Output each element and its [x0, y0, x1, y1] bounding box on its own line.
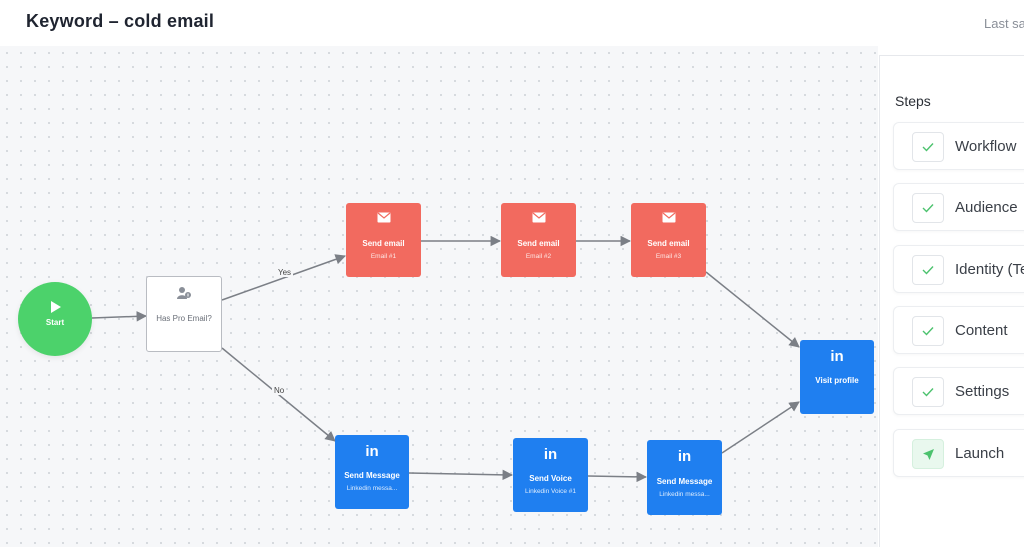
step-content[interactable]: Content — [893, 306, 1024, 354]
step-label: Settings — [955, 383, 1010, 400]
edge-condition-email1 — [221, 254, 346, 301]
step-identity[interactable]: Identity (Te — [893, 245, 1024, 293]
send-voice-label: Send Voice — [529, 474, 572, 483]
workflow-canvas[interactable]: Yes No Start Has Pro Email? Send email E… — [0, 46, 878, 547]
edge-label-yes: Yes — [276, 268, 294, 277]
send-message-sublabel: Linkedin messa... — [346, 485, 398, 492]
linkedin-icon: in — [543, 446, 558, 463]
mail-icon — [631, 212, 706, 223]
step-workflow[interactable]: Workflow — [893, 122, 1024, 170]
step-audience[interactable]: Audience — [893, 183, 1024, 231]
send-email-label: Send email — [362, 239, 405, 248]
send-message-sublabel: Linkedin messa... — [659, 491, 710, 498]
send-message-label: Send Message — [344, 471, 400, 480]
step-label: Audience — [955, 199, 1018, 216]
send-email-node-1[interactable]: Send email Email #1 — [346, 203, 421, 277]
mail-icon — [346, 212, 421, 223]
send-voice-node[interactable]: in Send Voice Linkedin Voice #1 — [513, 438, 588, 512]
edge-email3-visit — [705, 271, 800, 348]
start-node[interactable]: Start — [18, 282, 92, 356]
check-icon — [912, 377, 944, 407]
step-label: Content — [955, 322, 1008, 339]
send-message-node-1[interactable]: in Send Message Linkedin messa... — [335, 435, 409, 509]
linkedin-icon: in — [365, 443, 379, 460]
send-email-label: Send email — [517, 239, 560, 248]
condition-node[interactable]: Has Pro Email? — [146, 276, 222, 352]
edge-message2-visit — [721, 401, 800, 454]
edge-label-no: No — [272, 386, 287, 395]
user-check-icon — [147, 286, 221, 300]
send-email-node-2[interactable]: Send email Email #2 — [501, 203, 576, 277]
linkedin-icon: in — [677, 448, 692, 465]
send-email-sublabel: Email #2 — [525, 253, 552, 260]
send-message-label: Send Message — [656, 477, 713, 486]
step-launch[interactable]: Launch — [893, 429, 1024, 477]
check-icon — [912, 132, 944, 162]
edge-message1-voice — [408, 469, 514, 481]
step-label: Identity (Te — [955, 261, 1024, 278]
send-email-sublabel: Email #1 — [370, 253, 397, 260]
edge-voice-message2 — [587, 471, 648, 483]
top-bar: Keyword – cold email Last sa — [0, 0, 1024, 46]
mail-icon — [501, 212, 576, 223]
steps-title: Steps — [895, 93, 931, 109]
send-email-label: Send email — [647, 239, 690, 248]
condition-node-label: Has Pro Email? — [156, 314, 212, 323]
step-label: Launch — [955, 445, 1005, 462]
send-message-node-2[interactable]: in Send Message Linkedin messa... — [647, 440, 722, 515]
send-email-sublabel: Email #3 — [655, 253, 682, 260]
steps-panel: Steps Workflow Audience Identity (Te Con… — [879, 55, 1024, 547]
send-voice-sublabel: Linkedin Voice #1 — [525, 488, 576, 495]
play-icon — [18, 300, 92, 314]
check-icon — [912, 193, 944, 223]
step-label: Workflow — [955, 138, 1017, 155]
send-icon — [912, 439, 944, 469]
check-icon — [912, 255, 944, 285]
check-icon — [912, 316, 944, 346]
workflow-edges — [91, 235, 800, 483]
visit-profile-node[interactable]: in Visit profile — [800, 340, 874, 414]
linkedin-icon: in — [830, 348, 844, 365]
step-settings[interactable]: Settings — [893, 367, 1024, 415]
start-node-label: Start — [45, 318, 65, 327]
send-email-node-3[interactable]: Send email Email #3 — [631, 203, 706, 277]
last-saved-status: Last sa — [984, 16, 1024, 31]
visit-profile-label: Visit profile — [815, 376, 859, 385]
edge-start-condition — [91, 311, 148, 322]
page-title: Keyword – cold email — [26, 11, 215, 31]
